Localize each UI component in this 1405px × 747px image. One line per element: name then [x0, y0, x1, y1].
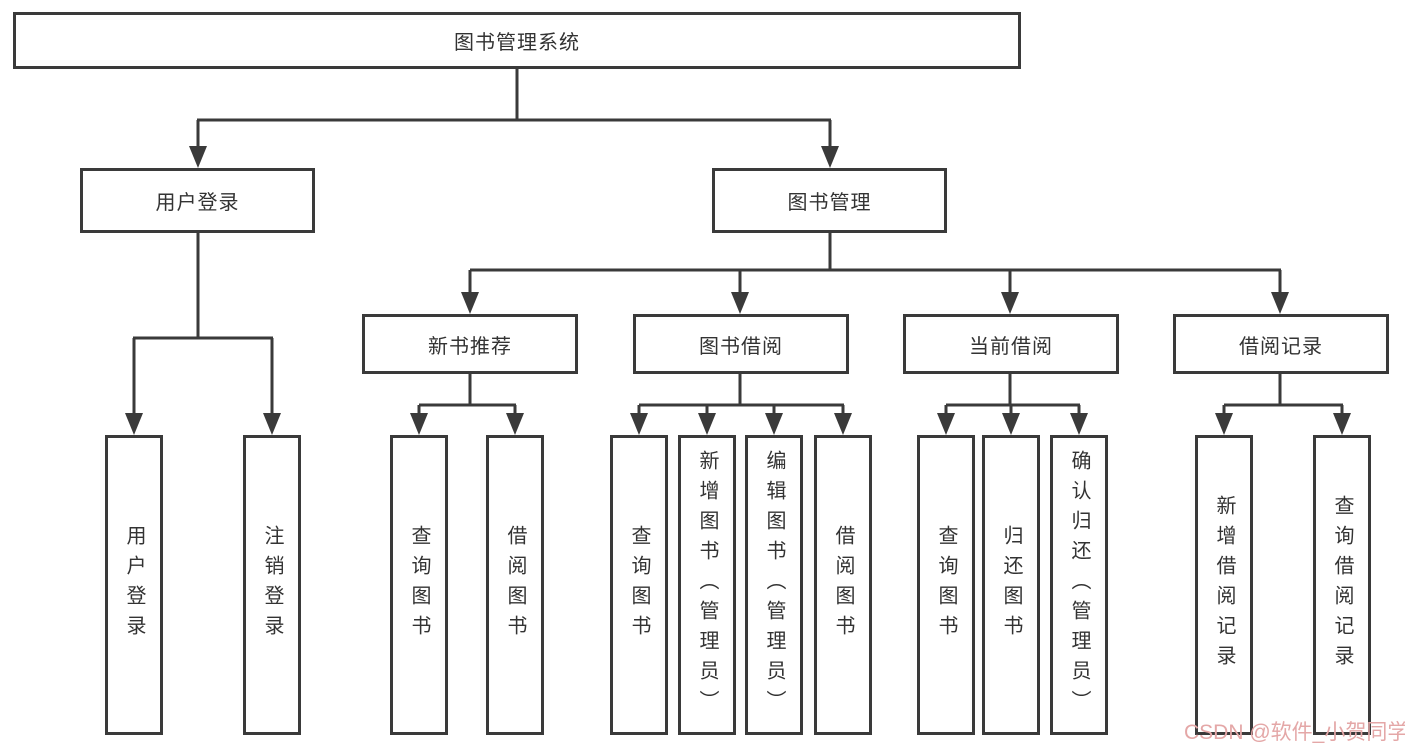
leaf-query-borrow-record-label: 查询借阅记录: [1331, 495, 1353, 675]
leaf-add-borrow-record: 新增借阅记录: [1195, 435, 1253, 735]
leaf-borrow-book-label: 借阅图书: [832, 525, 854, 645]
leaf-add-book-admin: 新增图书（管理员）: [678, 435, 736, 735]
leaf-add-borrow-record-label: 新增借阅记录: [1213, 495, 1235, 675]
leaf-add-book-admin-label: 新增图书（管理员）: [696, 450, 718, 720]
leaf-edit-book-admin: 编辑图书（管理员）: [745, 435, 803, 735]
node-borrowing-records-label: 借阅记录: [1239, 335, 1323, 358]
leaf-confirm-return-admin: 确认归还（管理员）: [1050, 435, 1108, 735]
node-current-borrowing-label: 当前借阅: [969, 335, 1053, 358]
node-new-book-recommend: 新书推荐: [362, 314, 578, 374]
node-book-borrowing: 图书借阅: [633, 314, 849, 374]
leaf-recommend-borrow-books: 借阅图书: [486, 435, 544, 735]
node-current-borrowing: 当前借阅: [903, 314, 1119, 374]
leaf-borrow-book: 借阅图书: [814, 435, 872, 735]
leaf-edit-book-admin-label: 编辑图书（管理员）: [763, 450, 785, 720]
node-user-login-label: 用户登录: [155, 192, 240, 214]
leaf-recommend-query-books-label: 查询图书: [408, 525, 430, 645]
node-root-system: 图书管理系统: [13, 12, 1021, 69]
leaf-query-borrow-record: 查询借阅记录: [1313, 435, 1371, 735]
leaf-current-query-books: 查询图书: [917, 435, 975, 735]
leaf-logout: 注销登录: [243, 435, 301, 735]
csdn-watermark: CSDN @软件_小贺同学: [1184, 721, 1405, 744]
leaf-recommend-borrow-books-label: 借阅图书: [504, 525, 526, 645]
leaf-logout-label: 注销登录: [261, 525, 283, 645]
leaf-current-query-books-label: 查询图书: [935, 525, 957, 645]
node-root-system-label: 图书管理系统: [454, 32, 580, 54]
leaf-borrowing-query-books: 查询图书: [610, 435, 668, 735]
node-book-borrowing-label: 图书借阅: [699, 335, 783, 358]
leaf-user-login: 用户登录: [105, 435, 163, 735]
node-book-management-label: 图书管理: [787, 192, 872, 214]
leaf-user-login-label: 用户登录: [123, 525, 145, 645]
node-borrowing-records: 借阅记录: [1173, 314, 1389, 374]
leaf-return-book: 归还图书: [982, 435, 1040, 735]
leaf-borrowing-query-books-label: 查询图书: [628, 525, 650, 645]
leaf-recommend-query-books: 查询图书: [390, 435, 448, 735]
node-new-book-recommend-label: 新书推荐: [428, 335, 512, 358]
leaf-return-book-label: 归还图书: [1000, 525, 1022, 645]
node-book-management: 图书管理: [712, 168, 947, 233]
leaf-confirm-return-admin-label: 确认归还（管理员）: [1068, 450, 1090, 720]
node-user-login: 用户登录: [80, 168, 315, 233]
